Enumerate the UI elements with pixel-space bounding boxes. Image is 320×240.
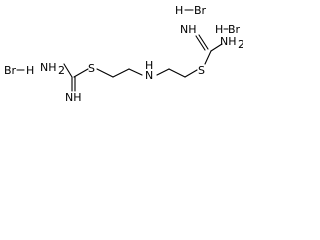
hbr-top-right-br: Br (194, 4, 207, 17)
bond-right-c-nh2 (210, 43, 223, 52)
right-sulfur: S (198, 64, 205, 77)
central-nitrogen: N (145, 69, 153, 82)
bond-n-right-ch2 (156, 68, 170, 76)
bond-left-c-nh2 (63, 63, 73, 78)
right-imine-label: NH (180, 23, 197, 36)
hbr-right-br: Br (228, 23, 241, 36)
left-nh2-label: NH (40, 61, 57, 74)
bond-left-c-s (73, 68, 89, 78)
bond-left-ch2-ch2 (112, 68, 130, 78)
bond-left-s-ch2 (96, 68, 114, 78)
bond-right-s-c (204, 50, 212, 65)
bond-left-ch2-n (128, 68, 143, 76)
right-nh2-subscript: 2 (238, 38, 243, 51)
structural-formula: Br H NH 2 NH S N H S NH NH 2 H Br H Br (4, 4, 243, 103)
bond-right-c-nh-double-b (198, 34, 209, 50)
bond-right-ch2-s (184, 69, 198, 78)
bonds (63, 34, 223, 92)
right-nh2-label: NH (220, 35, 237, 48)
left-imine-label: NH (65, 91, 82, 103)
central-hydrogen: H (145, 59, 153, 72)
hbr-left-h: H (26, 64, 34, 77)
hbr-left-br: Br (4, 64, 17, 77)
left-nh2-subscript: 2 (58, 64, 65, 77)
bond-right-c-nh-double-a (195, 35, 206, 51)
atom-labels: Br H NH 2 NH S N H S NH NH 2 H Br H Br (4, 4, 243, 103)
bond-right-ch2-ch2 (168, 68, 186, 78)
hbr-right-h: H (215, 23, 223, 36)
left-sulfur: S (88, 62, 95, 75)
hbr-top-right-h: H (175, 4, 183, 17)
